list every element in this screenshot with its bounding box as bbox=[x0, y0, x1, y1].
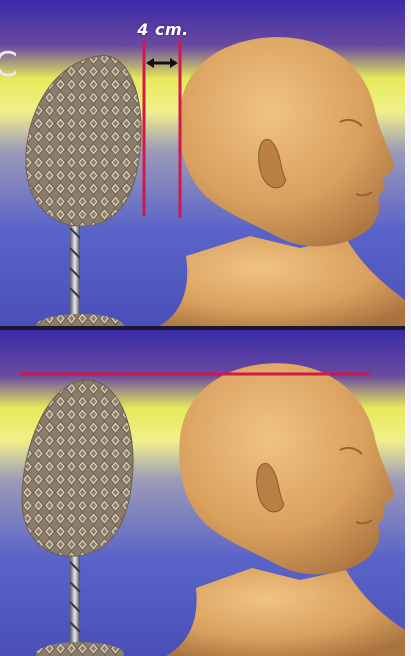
headrest-post bbox=[70, 552, 80, 648]
headrest-post bbox=[70, 218, 80, 318]
measurement-label: 4 cm. bbox=[128, 20, 198, 39]
top-panel-incorrect-distance: C bbox=[0, 0, 405, 328]
top-panel-illustration: C bbox=[0, 0, 405, 328]
right-edge-strip bbox=[405, 0, 411, 656]
edge-letter-fragment: C bbox=[0, 45, 18, 85]
bottom-panel-correct-height bbox=[0, 330, 405, 656]
bottom-panel-illustration bbox=[0, 330, 405, 656]
